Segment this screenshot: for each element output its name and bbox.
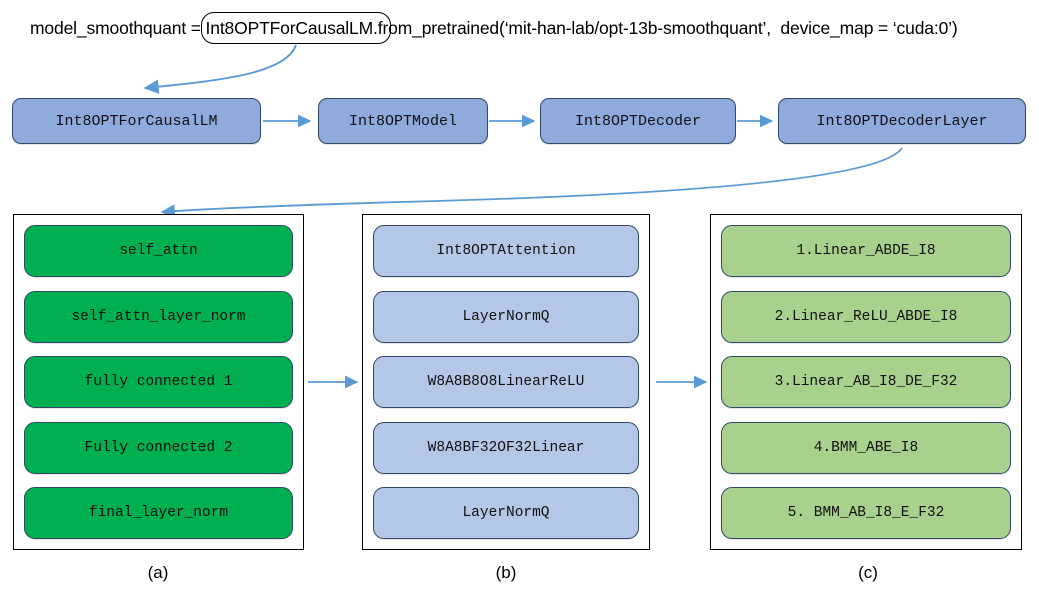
node-int8optforcausallm[interactable]: Int8OPTForCausalLM xyxy=(12,98,261,144)
panel-c-item-linear-abde-i8[interactable]: 1.Linear_ABDE_I8 xyxy=(721,225,1011,277)
panel-c-item-bmm-abe-i8[interactable]: 4.BMM_ABE_I8 xyxy=(721,421,1011,474)
node-label: Int8OPTForCausalLM xyxy=(55,112,218,130)
item-label: LayerNormQ xyxy=(462,308,550,325)
panel-a: self_attn self_attn_layer_norm fully con… xyxy=(13,214,304,550)
node-int8optdecoderlayer[interactable]: Int8OPTDecoderLayer xyxy=(778,98,1026,144)
code-line: model_smoothquant = Int8OPTForCausalLM.f… xyxy=(30,18,958,38)
panel-b-item-layernormq-1[interactable]: LayerNormQ xyxy=(373,290,639,343)
item-label: 5. BMM_AB_I8_E_F32 xyxy=(787,505,945,521)
node-label: Int8OPTModel xyxy=(348,112,458,130)
node-label: Int8OPTDecoderLayer xyxy=(816,112,988,130)
node-label: Int8OPTDecoder xyxy=(574,112,702,130)
panel-b: Int8OPTAttention LayerNormQ W8A8B8O8Line… xyxy=(362,214,650,550)
item-label: self_attn xyxy=(119,243,198,259)
panel-a-item-fully-connected-2[interactable]: Fully connected 2 xyxy=(24,421,293,474)
panel-c-item-bmm-ab-i8-e-f32[interactable]: 5. BMM_AB_I8_E_F32 xyxy=(721,487,1011,539)
item-label: Int8OPTAttention xyxy=(436,243,576,259)
code-highlight-box xyxy=(201,12,391,44)
panel-a-item-final-layer-norm[interactable]: final_layer_norm xyxy=(24,487,293,539)
item-label: 1.Linear_ABDE_I8 xyxy=(796,243,936,259)
caption-a: (a) xyxy=(147,563,169,582)
panel-c-item-linear-ab-i8-de-f32[interactable]: 3.Linear_AB_I8_DE_F32 xyxy=(721,356,1011,408)
item-label: self_attn_layer_norm xyxy=(71,308,246,325)
panel-a-item-self-attn-layer-norm[interactable]: self_attn_layer_norm xyxy=(24,290,293,343)
item-label: W8A8B8O8LinearReLU xyxy=(427,374,585,390)
panel-c-item-linear-relu-abde-i8[interactable]: 2.Linear_ReLU_ABDE_I8 xyxy=(721,290,1011,343)
caption-c: (c) xyxy=(858,563,878,582)
panel-b-item-w8a8b8o8linearrelu[interactable]: W8A8B8O8LinearReLU xyxy=(373,356,639,408)
panel-b-item-int8optattention[interactable]: Int8OPTAttention xyxy=(373,225,639,277)
item-label: 4.BMM_ABE_I8 xyxy=(813,439,919,456)
arrow-decoderlayer-to-panel-a xyxy=(160,147,903,218)
node-int8optmodel[interactable]: Int8OPTModel xyxy=(318,98,488,144)
item-label: W8A8BF32OF32Linear xyxy=(427,439,585,456)
panel-b-item-w8a8bf32of32linear[interactable]: W8A8BF32OF32Linear xyxy=(373,421,639,474)
node-int8optdecoder[interactable]: Int8OPTDecoder xyxy=(540,98,736,144)
panel-a-item-fully-connected-1[interactable]: fully connected 1 xyxy=(24,356,293,408)
panel-c: 1.Linear_ABDE_I8 2.Linear_ReLU_ABDE_I8 3… xyxy=(710,214,1022,550)
caption-b: (b) xyxy=(495,563,517,582)
item-label: 2.Linear_ReLU_ABDE_I8 xyxy=(774,308,958,325)
item-label: Fully connected 2 xyxy=(84,439,233,456)
item-label: fully connected 1 xyxy=(84,374,233,390)
panel-a-item-self-attn[interactable]: self_attn xyxy=(24,225,293,277)
item-label: LayerNormQ xyxy=(462,505,550,521)
item-label: final_layer_norm xyxy=(88,505,229,521)
item-label: 3.Linear_AB_I8_DE_F32 xyxy=(774,374,958,390)
arrow-code-to-causallm xyxy=(143,44,297,94)
panel-b-item-layernormq-2[interactable]: LayerNormQ xyxy=(373,487,639,539)
